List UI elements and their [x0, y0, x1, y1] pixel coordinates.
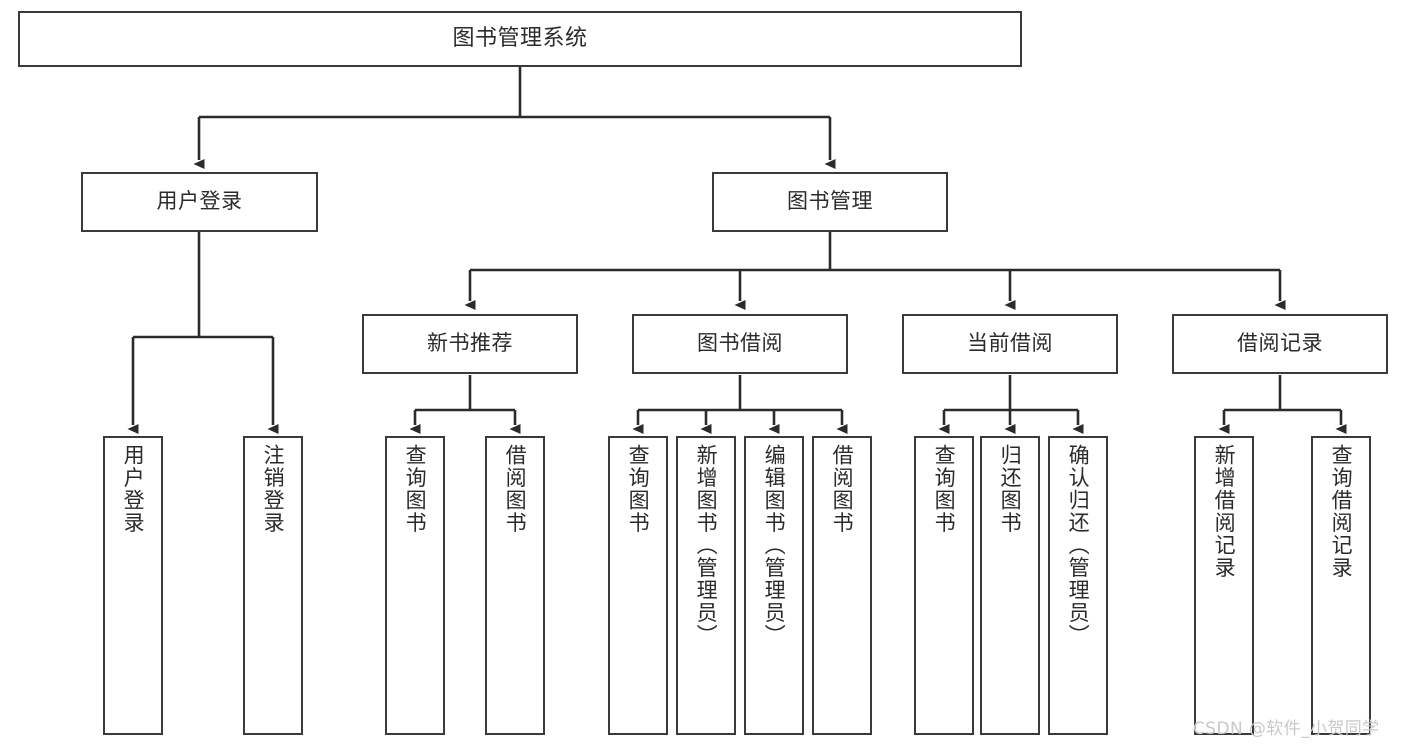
node-root-system[interactable]: 图书管理系统	[18, 11, 1022, 67]
node-label: 查询图书	[403, 444, 428, 534]
node-label: 借阅记录	[1237, 331, 1323, 356]
csdn-watermark: CSDN @软件_小贺同学	[1193, 719, 1380, 739]
leaf-confirm-return[interactable]: 确认归还（管理员）	[1048, 436, 1108, 735]
node-label: 新增借阅记录	[1212, 444, 1237, 579]
node-label: 注销登录	[261, 444, 286, 534]
node-label: 用户登录	[121, 444, 146, 534]
node-label: 图书管理系统	[452, 25, 588, 51]
leaf-borrow-book[interactable]: 借阅图书	[812, 436, 872, 735]
node-label: 新书推荐	[427, 331, 513, 356]
node-user-login[interactable]: 用户登录	[81, 172, 318, 232]
leaf-edit-book[interactable]: 编辑图书（管理员）	[744, 436, 804, 735]
node-label: 图书借阅	[697, 331, 783, 356]
leaf-logout-login[interactable]: 注销登录	[243, 436, 303, 735]
node-new-book-recommend[interactable]: 新书推荐	[362, 314, 578, 374]
node-borrow-record[interactable]: 借阅记录	[1172, 314, 1388, 374]
leaf-borrow-book-recommend[interactable]: 借阅图书	[485, 436, 545, 735]
node-label: 编辑图书（管理员）	[762, 444, 787, 647]
node-label: 查询图书	[932, 444, 957, 534]
node-label: 新增图书（管理员）	[694, 444, 719, 647]
leaf-add-borrow-record[interactable]: 新增借阅记录	[1194, 436, 1254, 735]
node-label: 用户登录	[156, 189, 243, 214]
leaf-add-book[interactable]: 新增图书（管理员）	[676, 436, 736, 735]
leaf-query-borrow-record[interactable]: 查询借阅记录	[1311, 436, 1371, 735]
node-label: 当前借阅	[967, 331, 1053, 356]
node-label: 图书管理	[787, 189, 873, 214]
node-label: 查询借阅记录	[1329, 444, 1354, 579]
node-label: 确认归还（管理员）	[1066, 444, 1091, 647]
node-book-borrow[interactable]: 图书借阅	[632, 314, 848, 374]
node-current-borrow[interactable]: 当前借阅	[902, 314, 1118, 374]
node-label: 归还图书	[998, 444, 1023, 534]
node-label: 查询图书	[626, 444, 651, 534]
leaf-query-book-borrow[interactable]: 查询图书	[608, 436, 668, 735]
node-label: 借阅图书	[830, 444, 855, 534]
leaf-user-login[interactable]: 用户登录	[103, 436, 163, 735]
leaf-query-book-recommend[interactable]: 查询图书	[385, 436, 445, 735]
node-label: 借阅图书	[503, 444, 528, 534]
leaf-return-book[interactable]: 归还图书	[980, 436, 1040, 735]
leaf-query-book-current[interactable]: 查询图书	[914, 436, 974, 735]
node-book-management[interactable]: 图书管理	[712, 172, 948, 232]
